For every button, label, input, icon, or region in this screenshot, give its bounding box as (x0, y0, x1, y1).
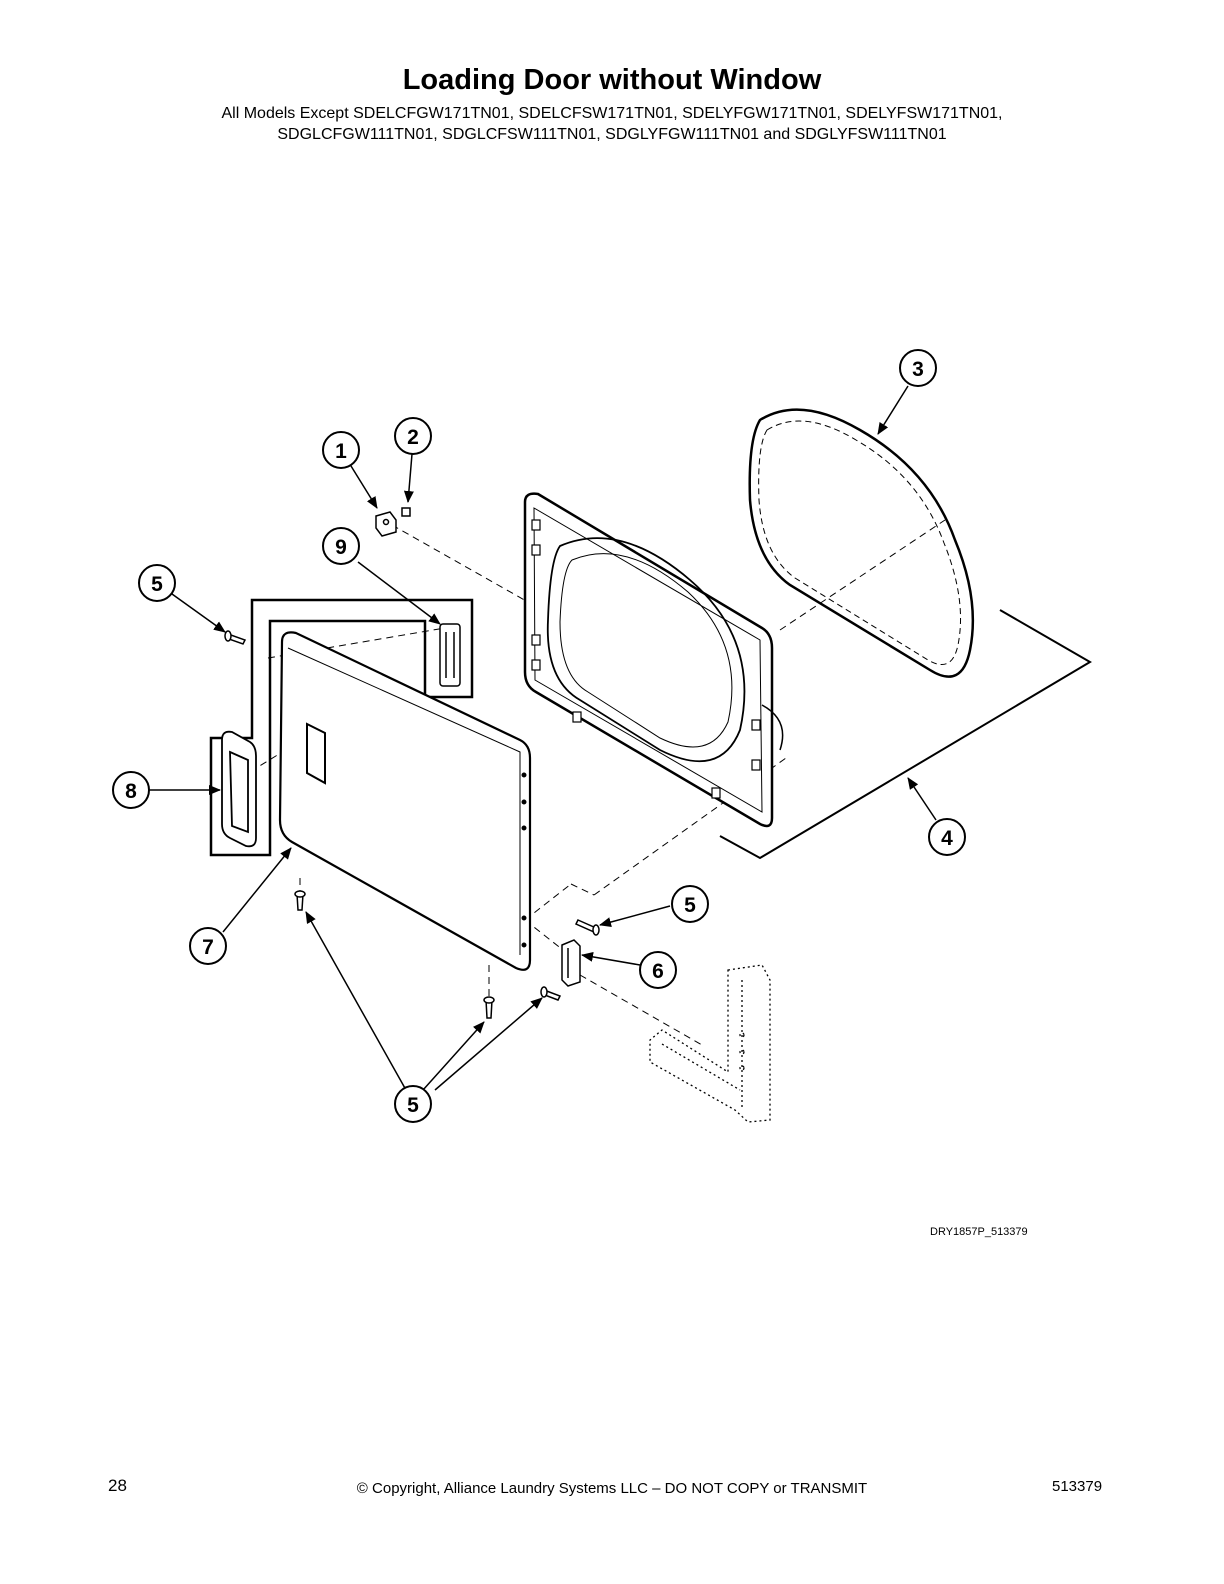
svg-text:5: 5 (684, 894, 696, 917)
callout-4: 4 (928, 818, 966, 856)
part-2-clip (401, 507, 411, 517)
svg-text:6: 6 (652, 960, 664, 983)
svg-text:5: 5 (407, 1094, 419, 1117)
page-title: Loading Door without Window (402, 64, 822, 96)
page-subtitle-line-2: SDGLCFGW111TN01, SDGLCFSW111TN01, SDGLYF… (277, 126, 947, 143)
callout-3: 3 (899, 349, 937, 387)
part-4-inner-door-frame (523, 492, 784, 828)
callout-7: 7 (189, 927, 227, 965)
part-7-door-panel (278, 631, 532, 971)
svg-text:8: 8 (125, 780, 137, 803)
part-1-bracket (375, 511, 397, 537)
callout-1: 1 (322, 431, 360, 469)
svg-text:1: 1 (335, 440, 347, 463)
copyright-notice: © Copyright, Alliance Laundry Systems LL… (356, 1480, 868, 1497)
svg-text:7: 7 (202, 936, 214, 959)
svg-text:9: 9 (335, 536, 347, 559)
svg-text:3: 3 (912, 358, 924, 381)
part-9-latch (439, 623, 461, 687)
callout-8: 8 (112, 771, 150, 809)
part-5-screws (224, 630, 600, 1019)
callout-2: 2 (394, 417, 432, 455)
page-number: 28 (108, 1476, 127, 1495)
svg-text:5: 5 (151, 573, 163, 596)
callout-6: 6 (639, 951, 677, 989)
document-number: 513379 (1052, 1478, 1103, 1495)
part-3-gasket (748, 408, 975, 678)
cabinet-bracket-phantom (649, 964, 771, 1123)
callout-9: 9 (322, 527, 360, 565)
part-4-outline (719, 609, 1092, 860)
callout-5-left: 5 (138, 564, 176, 602)
part-8-handle (221, 730, 257, 848)
callout-leaders (147, 385, 937, 1091)
svg-text:4: 4 (941, 827, 953, 850)
callout-5-bottom: 5 (394, 1085, 432, 1123)
callout-5-right: 5 (671, 885, 709, 923)
svg-text:2: 2 (407, 426, 419, 449)
drawing-id: DRY1857P_513379 (930, 1226, 1028, 1238)
part-6-hinge (561, 939, 581, 987)
page-subtitle-line-1: All Models Except SDELCFGW171TN01, SDELC… (221, 105, 1003, 122)
